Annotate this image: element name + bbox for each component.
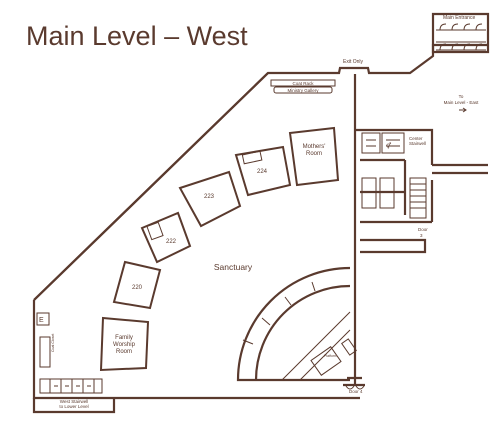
door-4	[343, 376, 365, 390]
ministry-gallery-label: Ministry Gallery	[287, 88, 319, 93]
to-main-east-line1: To	[459, 94, 464, 99]
family-worship-label-1: Family	[115, 335, 133, 341]
west-stairwell-label-2: to Lower Level	[59, 404, 88, 409]
center-stairwell-label-1: Center	[409, 136, 423, 141]
mothers-room-label-1: Mothers'	[303, 144, 326, 150]
center-stairwell-label-2: Stairwell	[409, 141, 426, 146]
svg-text:Coat Closet: Coat Closet	[51, 334, 55, 352]
room-224-label: 224	[257, 169, 268, 175]
room-220	[112, 260, 162, 310]
center-stairwell	[361, 132, 427, 219]
map-title: Main Level – West	[26, 21, 248, 51]
to-main-east-line2: Main Level - East	[444, 100, 480, 105]
sanctuary-platform	[236, 266, 351, 382]
ministry-gallery-box	[273, 86, 333, 94]
family-worship-room	[99, 316, 150, 372]
main-entrance-label: Main Entrance	[443, 15, 475, 21]
west-stairwell	[39, 378, 103, 394]
mothers-room	[288, 126, 340, 187]
mothers-room-label-2: Room	[306, 151, 322, 157]
room-222-label: 222	[166, 239, 177, 245]
right-walls	[353, 74, 488, 385]
door-3-label-1: Door	[418, 227, 428, 232]
room-223-label: 223	[204, 194, 215, 200]
coat-rack-box	[270, 79, 336, 87]
west-stairwell-label-1: West Stairwell	[60, 399, 88, 404]
family-worship-label-3: Room	[116, 349, 132, 355]
exit-only-label: Exit Only	[343, 59, 364, 65]
arrow-right-icon	[459, 107, 467, 113]
door-4-label: Door 4	[349, 389, 363, 394]
door-3-label-2: 3	[420, 233, 423, 238]
room-222	[140, 211, 192, 264]
elevator-icon	[36, 312, 50, 326]
svg-text:Platform: Platform	[324, 354, 337, 358]
room-224	[234, 145, 292, 197]
elevator-mark: E	[39, 317, 44, 324]
west-closet	[39, 336, 51, 368]
room-223	[178, 170, 242, 228]
coat-rack-label: Coat Rack	[292, 81, 314, 86]
room-220-label: 220	[132, 285, 143, 291]
west-stairwell-outline	[32, 398, 116, 414]
restroom-icon: ⚥	[386, 142, 392, 150]
family-worship-label-2: Worship	[113, 342, 136, 348]
sanctuary-label: Sanctuary	[214, 262, 253, 272]
